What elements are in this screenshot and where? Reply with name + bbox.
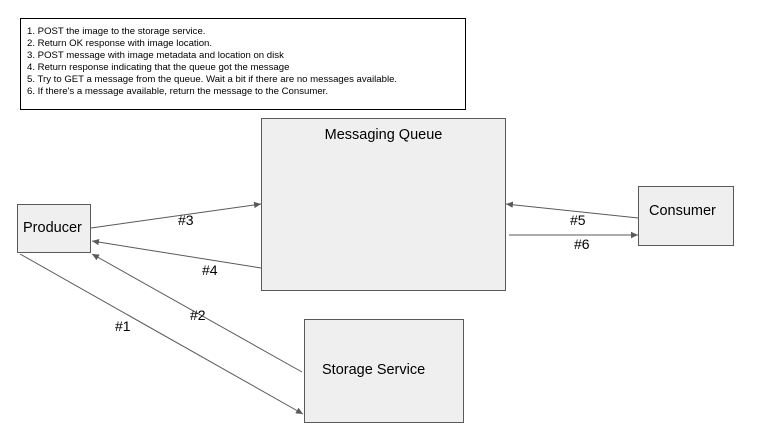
messaging-queue-box: Messaging Queue [261,118,506,291]
legend-step-3: 3. POST message with image metadata and … [27,50,284,61]
edge-label-6: #6 [574,236,590,252]
arrow-1 [19,253,304,415]
storage-service-label: Storage Service [322,362,426,378]
steps-legend: 1. POST the image to the storage service… [20,18,466,110]
legend-step-2: 2. Return OK response with image locatio… [27,38,213,49]
legend-step-1: 1. POST the image to the storage service… [27,26,206,37]
edge-label-4: #4 [202,262,218,278]
producer-label: Producer [23,220,82,236]
arrow-4 [91,238,262,269]
producer-box: Producer [17,204,91,253]
consumer-box: Consumer [638,186,734,246]
consumer-label: Consumer [649,203,716,219]
storage-service-box: Storage Service [304,319,464,423]
messaging-queue-label: Messaging Queue [324,127,443,143]
edge-label-2: #2 [190,307,206,323]
arrow-2 [91,253,303,373]
legend-step-4: 4. Return response indicating that the q… [27,62,290,73]
legend-step-5: 5. Try to GET a message from the queue. … [27,74,398,85]
arrow-3 [90,201,262,229]
legend-step-6: 6. If there's a message available, retur… [27,86,328,97]
edge-label-5: #5 [570,212,586,228]
edge-label-1: #1 [115,318,131,334]
edge-label-3: #3 [178,212,194,228]
arrow-5 [505,201,639,219]
